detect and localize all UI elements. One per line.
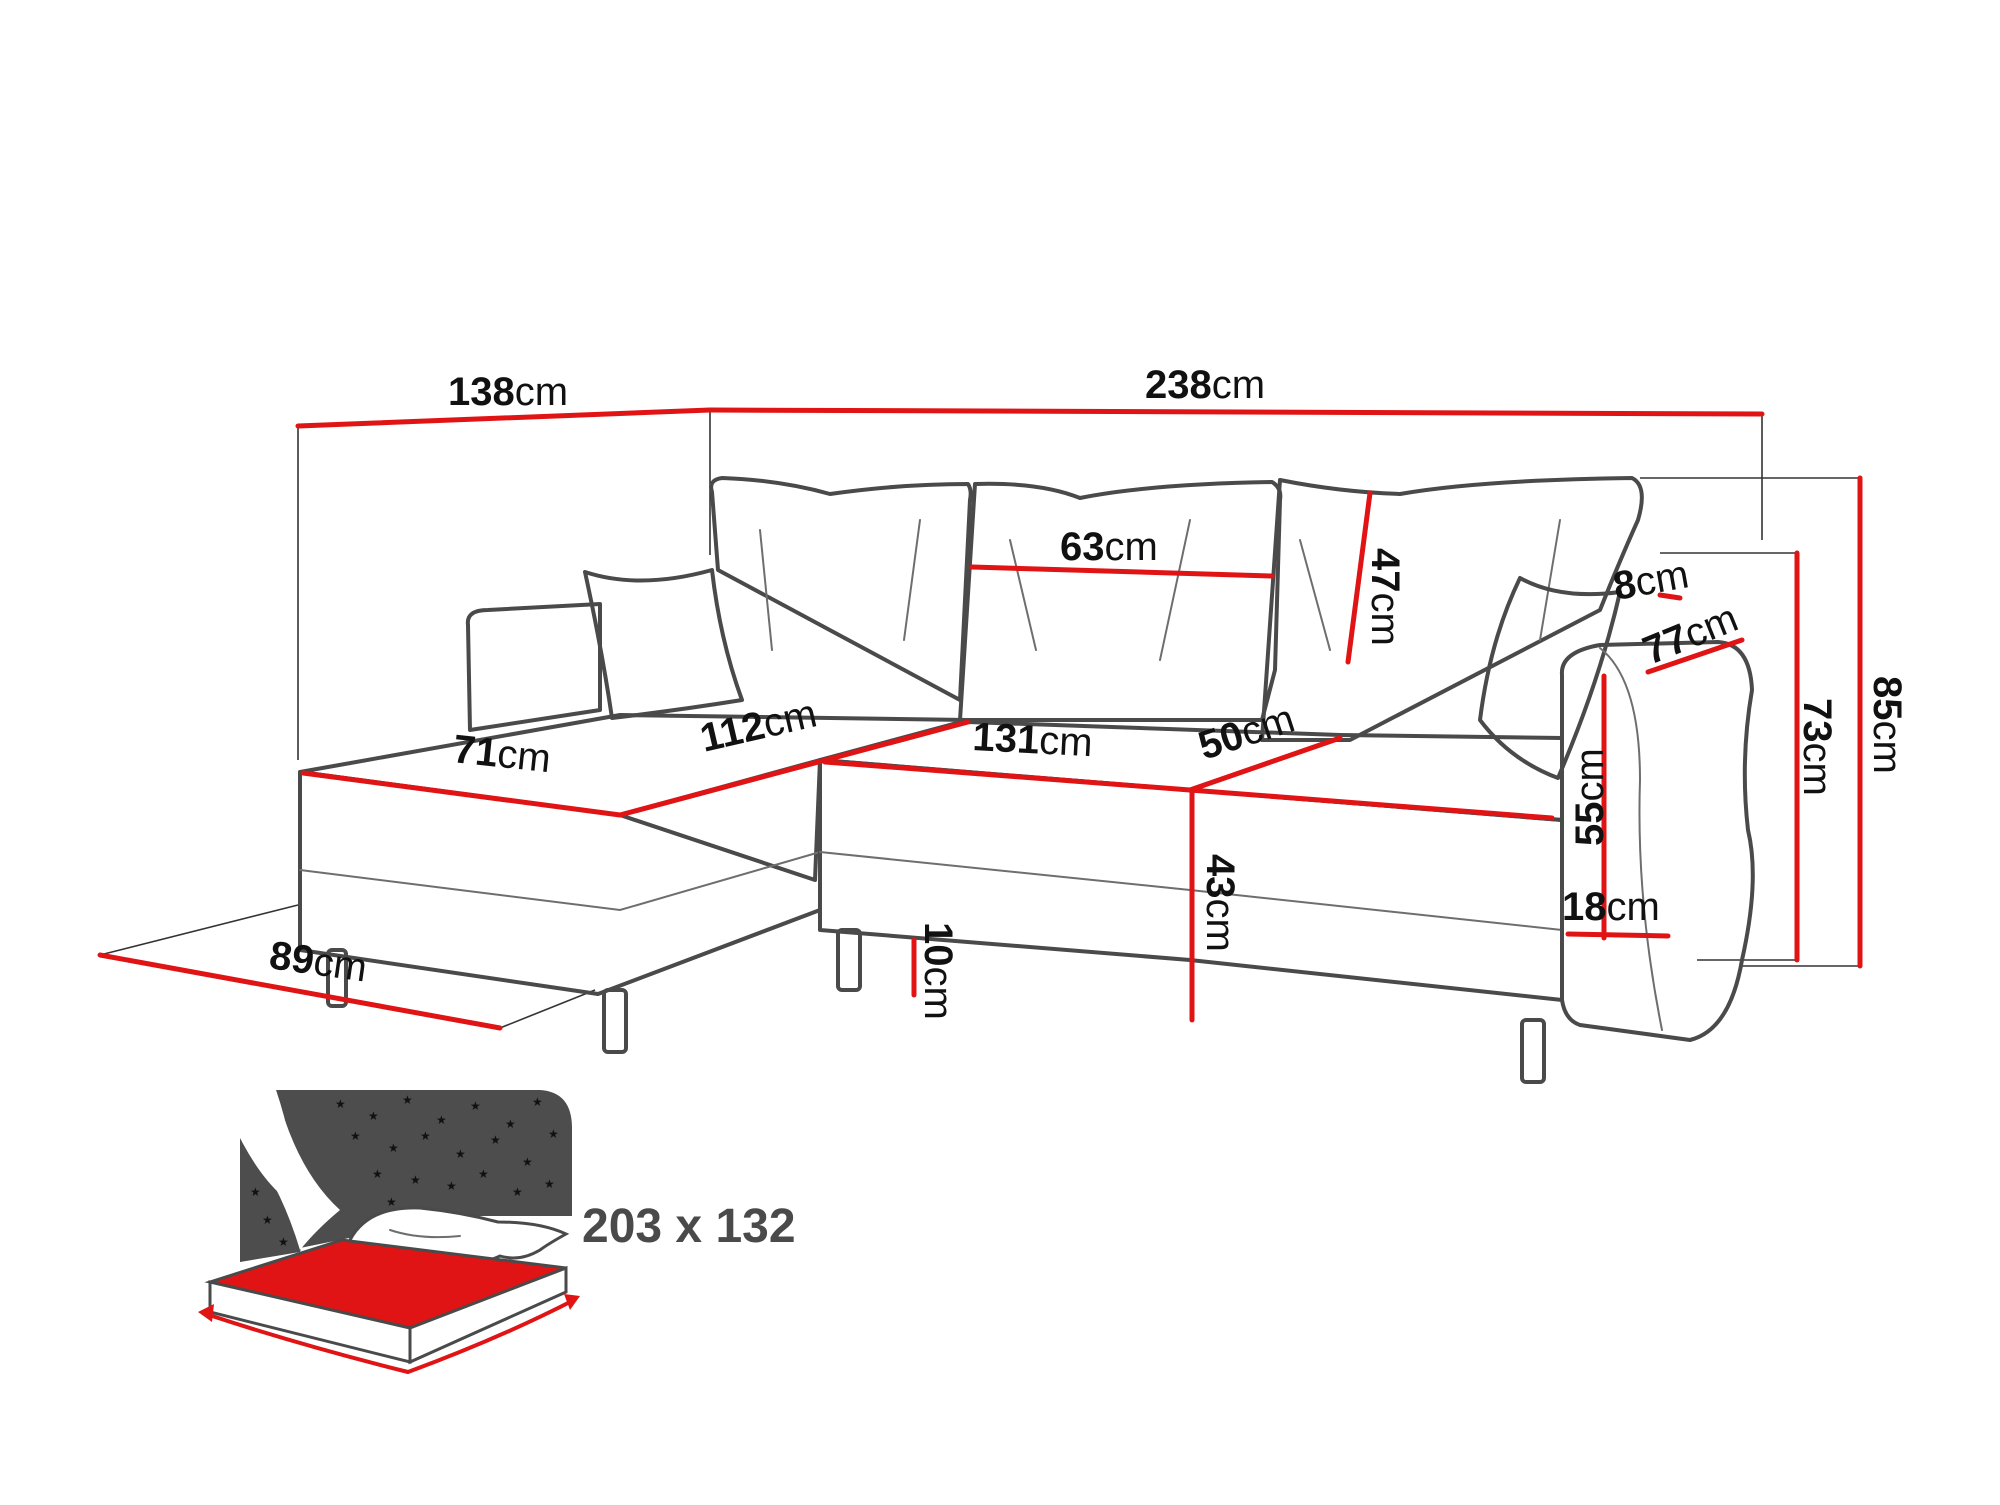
svg-text:★: ★ <box>402 1093 413 1107</box>
svg-text:★: ★ <box>470 1099 481 1113</box>
chaise-top <box>298 713 970 882</box>
dim-line-arm-base-height <box>1565 931 1671 939</box>
label-leg-height: 10cm <box>916 922 960 1020</box>
left-armrest <box>465 602 602 732</box>
svg-text:★: ★ <box>386 1195 397 1209</box>
throw-pillow-left <box>583 568 744 720</box>
dim-line-seat-depth <box>1187 735 1343 793</box>
dim-line-chaise-depth <box>97 952 503 1031</box>
label-arm-base-height: 18cm <box>1562 885 1660 929</box>
dim-line-back-height <box>1345 490 1373 665</box>
dim-line-cushion-width <box>969 564 1275 579</box>
svg-text:★: ★ <box>368 1109 379 1123</box>
dim-line-armrest-width <box>1657 592 1683 601</box>
dim-line-total-length <box>707 407 1765 417</box>
leg-seat-front <box>836 928 862 992</box>
label-chaise-seat-length: 112cm <box>696 691 821 760</box>
label-chaise-depth: 89cm <box>267 933 370 990</box>
guide-lines <box>99 410 1860 1029</box>
svg-text:★: ★ <box>490 1133 501 1147</box>
svg-text:★: ★ <box>250 1185 261 1199</box>
leg-front-left <box>602 988 628 1054</box>
label-total-length: 238cm <box>1145 363 1265 407</box>
label-chaise-seat-width: 71cm <box>451 727 553 781</box>
svg-text:★: ★ <box>388 1141 399 1155</box>
dimension-labels: 138cm 238cm 63cm 47cm 8cm 77cm 85cm 73cm… <box>267 363 1909 1020</box>
label-arm-height: 73cm <box>1795 698 1839 796</box>
star-icon: ★★★ ★★★ ★★★ ★★★ ★★★ ★★★ ★★★ ★★★ <box>250 1093 559 1249</box>
dim-line-chaise-seat-width <box>300 770 623 818</box>
label-arm-inner-height: 55cm <box>1568 748 1612 846</box>
label-armrest-width: 8cm <box>1610 552 1692 608</box>
label-seat-length: 131cm <box>972 715 1094 765</box>
back-cushion-left <box>709 476 973 702</box>
svg-text:★: ★ <box>548 1127 559 1141</box>
svg-text:★: ★ <box>455 1147 466 1161</box>
label-total-height: 85cm <box>1865 676 1909 774</box>
label-armrest-depth: 77cm <box>1637 596 1744 673</box>
svg-text:★: ★ <box>335 1097 346 1111</box>
dim-line-armrest-depth <box>1645 637 1745 675</box>
svg-text:★: ★ <box>532 1095 543 1109</box>
label-chaise-length: 138cm <box>448 370 568 414</box>
svg-text:★: ★ <box>544 1177 555 1191</box>
svg-text:★: ★ <box>505 1117 516 1131</box>
label-seat-height: 43cm <box>1198 854 1242 952</box>
label-cushion-width: 63cm <box>1060 525 1158 569</box>
label-back-height: 47cm <box>1363 548 1407 646</box>
night-sky-panel <box>276 1090 572 1248</box>
leg-front-right <box>1520 1018 1546 1084</box>
dim-line-chaise-length <box>295 407 713 429</box>
leg-chaise-back <box>326 948 348 1008</box>
back-cushion-right <box>1260 476 1644 742</box>
svg-text:★: ★ <box>436 1113 447 1127</box>
chaise-body <box>298 758 822 996</box>
dim-line-seat-length <box>822 759 1193 793</box>
svg-text:★: ★ <box>478 1167 489 1181</box>
svg-text:★: ★ <box>262 1213 273 1227</box>
dim-line-chaise-seat-length <box>617 719 971 818</box>
svg-text:★: ★ <box>372 1167 383 1181</box>
svg-text:★: ★ <box>446 1179 457 1193</box>
back-cushion-middle <box>958 480 1283 722</box>
svg-text:★: ★ <box>420 1129 431 1143</box>
svg-text:★: ★ <box>512 1185 523 1199</box>
svg-text:★: ★ <box>350 1129 361 1143</box>
dim-line-front-edge <box>1187 787 1555 821</box>
svg-text:★: ★ <box>410 1173 421 1187</box>
sleeping-area-icon: ★★★ ★★★ ★★★ ★★★ ★★★ ★★★ ★★★ ★★★ <box>198 1090 580 1375</box>
right-armrest <box>1559 640 1755 1042</box>
sleeping-area-size: 203 x 132 <box>582 1200 796 1253</box>
svg-text:★: ★ <box>522 1155 533 1169</box>
dimension-lines <box>97 407 1863 1031</box>
svg-text:★: ★ <box>278 1235 289 1249</box>
